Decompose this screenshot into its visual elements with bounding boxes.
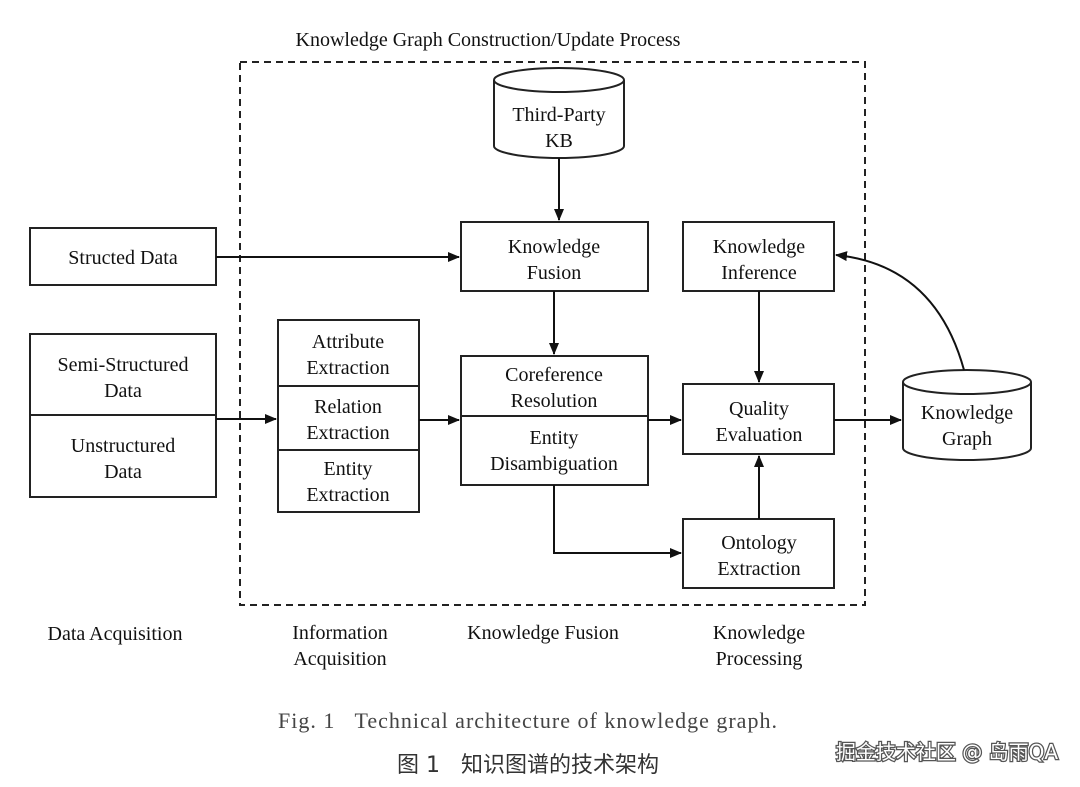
quality-evaluation-label-line-1: Quality	[729, 398, 789, 420]
process-frame	[239, 61, 866, 606]
stage-knowledge-fusion: Knowledge Fusion	[467, 622, 619, 644]
unstructured-data-label-line-2: Data	[104, 461, 142, 483]
semi-structured-data-label-line-1: Semi-Structured	[57, 354, 188, 376]
stage-knowledge-processing-line-2: Processing	[716, 648, 803, 670]
third-party-kb-label-line-1: Third-Party	[512, 104, 605, 126]
unstructured-data-label-line-1: Unstructured	[71, 435, 175, 457]
knowledge-fusion-label-line-1: Knowledge	[508, 236, 600, 258]
coreference-resolution-label-line-2: Resolution	[511, 390, 598, 412]
knowledge-inference-label-line-1: Knowledge	[713, 236, 805, 258]
caption-english: Fig. 1 Technical architecture of knowled…	[278, 708, 778, 733]
knowledge-fusion-label-line-2: Fusion	[527, 262, 581, 284]
attribute-extraction-label-line-1: Attribute	[312, 331, 384, 353]
third-party-kb-label-line-2: KB	[545, 130, 573, 152]
stage-knowledge-fusion-line-1: Knowledge Fusion	[467, 622, 619, 644]
stage-information-acquisition-line-1: Information	[292, 622, 388, 644]
entity-extraction-label-line-2: Extraction	[306, 484, 389, 506]
knowledge-graph-label-line-2: Graph	[942, 428, 992, 450]
stage-data-acquisition: Data Acquisition	[48, 623, 183, 645]
edge-graph-to-inference	[835, 251, 965, 371]
caption-chinese: 图 1 知识图谱的技术架构	[397, 753, 659, 778]
relation-extraction-label-line-1: Relation	[314, 396, 382, 418]
coreference-resolution-label-line-1: Coreference	[505, 364, 603, 386]
node-structed-data: Structed Data	[29, 227, 217, 286]
edges	[216, 158, 965, 558]
knowledge-inference-label-line-2: Inference	[721, 262, 797, 284]
structed-data-label: Structed Data	[68, 247, 178, 269]
knowledge-graph-label-line-1: Knowledge	[921, 402, 1013, 424]
semi-structured-data-label-line-2: Data	[104, 380, 142, 402]
stage-information-acquisition-line-2: Acquisition	[293, 648, 386, 670]
relation-extraction-label-line-2: Extraction	[306, 422, 389, 444]
stage-knowledge-processing-line-1: Knowledge	[713, 622, 805, 644]
attribute-extraction-label-line-2: Extraction	[306, 357, 389, 379]
ontology-extraction-label-line-1: Ontology	[721, 532, 797, 554]
entity-disambiguation-label-line-1: Entity	[530, 427, 579, 449]
structed-data-label-line-1: Structed Data	[68, 247, 178, 269]
entity-disambiguation-label-line-2: Disambiguation	[490, 453, 618, 475]
entity-extraction-label-line-1: Entity	[324, 458, 373, 480]
stage-data-acquisition-line-1: Data Acquisition	[48, 623, 183, 645]
edge-disambiguation-to-ontology	[553, 485, 682, 558]
process-title: Knowledge Graph Construction/Update Proc…	[296, 29, 681, 51]
ontology-extraction-label-line-2: Extraction	[717, 558, 800, 580]
watermark: 掘金技术社区 @ 岛雨QA	[836, 740, 1058, 764]
quality-evaluation-label-line-2: Evaluation	[716, 424, 803, 446]
